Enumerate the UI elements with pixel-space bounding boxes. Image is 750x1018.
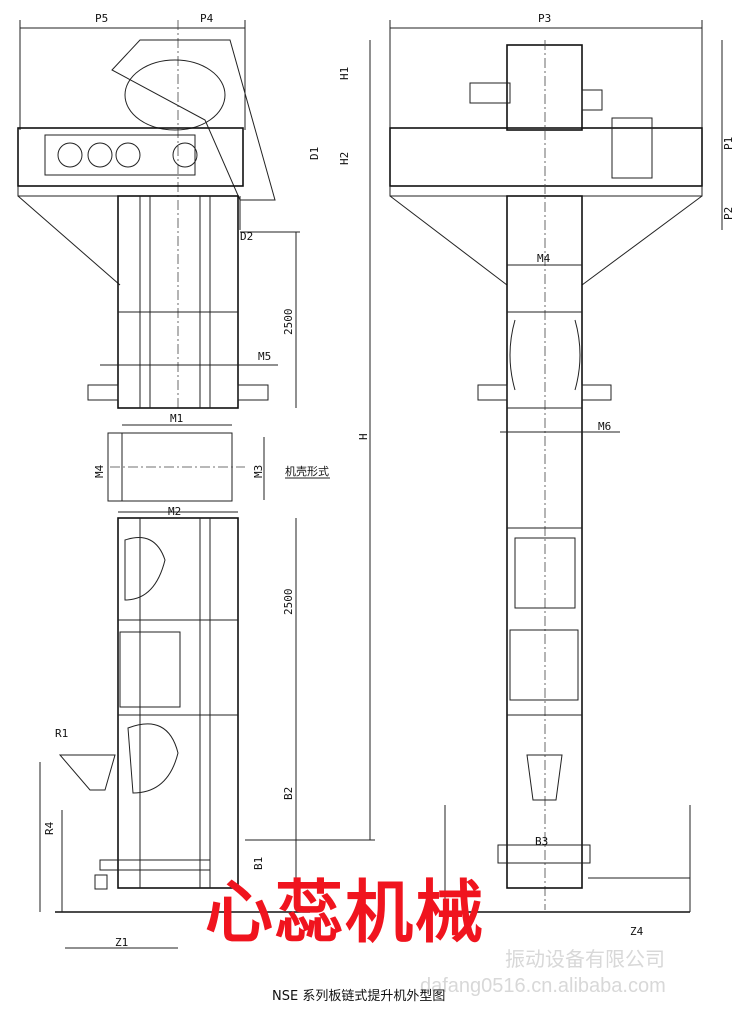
dim-m4-right: M4 [537, 252, 551, 265]
dim-m2: M2 [168, 505, 181, 518]
watermark-url: dafang0516.cn.alibaba.com [420, 975, 666, 997]
brand-logo-text: 心蕊机械 [205, 874, 486, 953]
dim-p3: P3 [538, 12, 551, 25]
dim-h1: H1 [338, 67, 351, 80]
dim-b2: B2 [282, 787, 295, 800]
dim-m4-left: M4 [93, 464, 106, 478]
side-view [17, 20, 375, 949]
dim-b3: B3 [535, 835, 548, 848]
dim-z4: Z4 [630, 925, 644, 938]
casing-form-label: 机壳形式 [285, 464, 329, 478]
dim-m3: M3 [252, 465, 265, 478]
dim-z1: Z1 [115, 936, 128, 949]
front-view [389, 20, 723, 913]
dim-m5: M5 [258, 350, 271, 363]
dim-b1: B1 [252, 857, 265, 870]
dim-r1: R1 [55, 727, 68, 740]
dim-h: H [357, 433, 370, 440]
dim-p1: P1 [722, 137, 735, 150]
dim-p2: P2 [722, 207, 735, 220]
dim-h2: H2 [338, 152, 351, 165]
dim-2500-upper: 2500 [282, 309, 295, 336]
dim-p5: P5 [95, 12, 108, 25]
dim-m1: M1 [170, 412, 183, 425]
dim-d1: D1 [308, 147, 321, 160]
dim-d2: D2 [240, 230, 253, 243]
dim-m6: M6 [598, 420, 611, 433]
watermark-company: 振动设备有限公司 [505, 949, 665, 971]
dim-p4: P4 [200, 12, 214, 25]
dim-2500-lower: 2500 [282, 589, 295, 616]
dim-r4: R4 [43, 821, 56, 835]
drawing-caption: NSE 系列板链式提升机外型图 [272, 989, 446, 1004]
